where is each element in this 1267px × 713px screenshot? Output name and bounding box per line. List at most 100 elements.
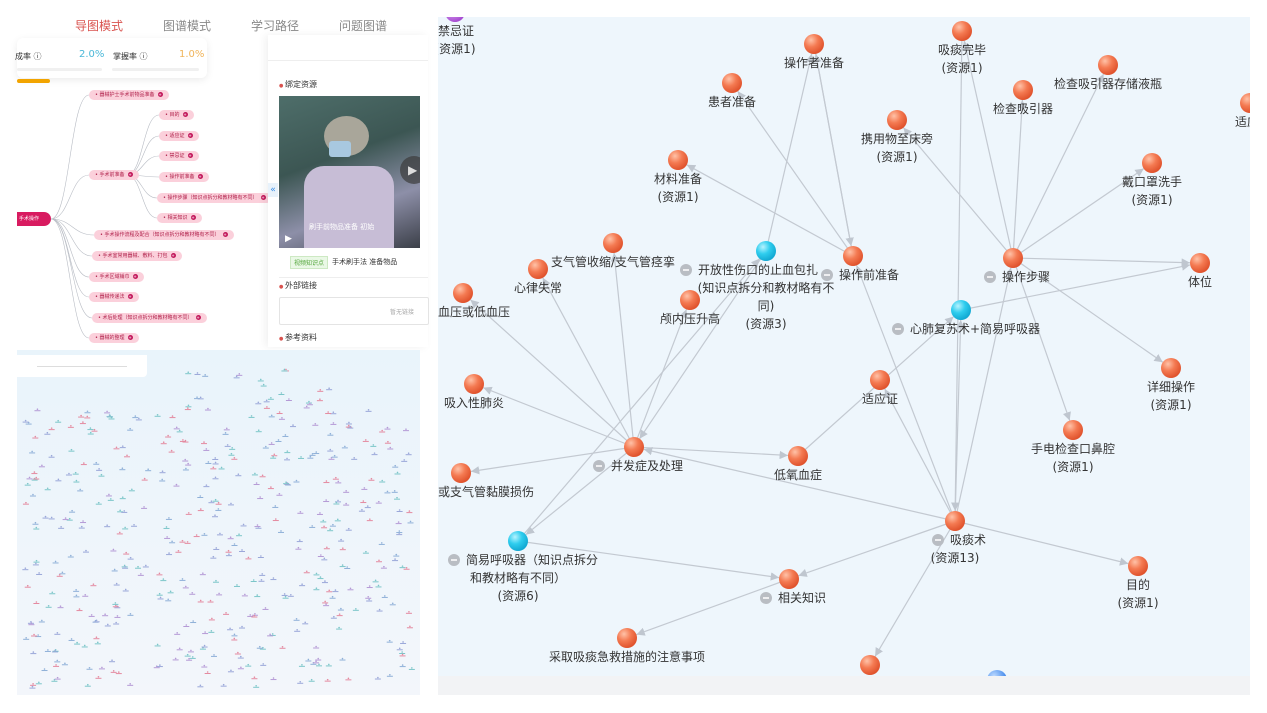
graph-node[interactable]: 适应 [1235,93,1250,129]
collapse-panel-button[interactable]: « [268,183,278,197]
expand-icon[interactable]: + [190,215,196,220]
graph-node[interactable]: 操作者准备 [784,34,844,70]
mindmap-subnode[interactable]: • 禁忌证+ [159,151,199,161]
expand-icon[interactable]: + [127,294,133,299]
knowledge-graph-canvas[interactable]: 禁忌证(资源1) 操作者准备患者准备材料准备(资源1) 支气管收缩/支气管痉挛心律失… [438,17,1250,695]
graph-node-circle[interactable] [870,370,890,390]
expand-icon[interactable]: + [187,133,193,138]
graph-node[interactable]: 或支气管黏膜损伤 [438,463,534,499]
graph-node-circle[interactable] [1161,358,1181,378]
graph-node-circle[interactable] [887,110,907,130]
expand-icon[interactable]: + [127,335,133,340]
graph-node-circle[interactable] [464,374,484,394]
graph-node-circle[interactable] [1003,248,1023,268]
overview-graph-canvas[interactable] [17,350,420,695]
mindmap-node[interactable]: • 手术区域铺巾+ [89,272,144,282]
graph-node[interactable]: 戴口罩洗手(资源1) [1122,153,1182,207]
graph-node[interactable]: 心肺复苏术+简易呼吸器 [892,300,1040,336]
graph-node[interactable]: 禁忌证(资源1) [438,17,476,56]
graph-node-circle[interactable] [1128,556,1148,576]
mindmap-node[interactable]: • 器械护士手术前物品准备+ [89,90,169,100]
expand-icon[interactable]: + [187,153,193,158]
expand-icon[interactable]: + [182,112,188,117]
mindmap-subnode[interactable]: • 操作前准备+ [159,172,209,182]
expand-icon[interactable]: + [260,195,266,200]
graph-node-circle[interactable] [1142,153,1162,173]
graph-node[interactable]: 详细操作(资源1) [1147,358,1195,412]
expand-icon[interactable]: + [127,172,133,177]
mindmap-node[interactable]: • 器械的整理+ [89,333,139,343]
tab-question-graph[interactable]: 问题图谱 [339,19,388,33]
graph-node[interactable]: 血压或低血压 [438,283,510,319]
graph-node[interactable]: 心律失常 [514,259,562,295]
graph-node-circle[interactable] [680,290,700,310]
graph-node-circle[interactable] [843,246,863,266]
graph-node[interactable]: 材料准备(资源1) [654,150,702,204]
graph-node-circle[interactable] [1190,253,1210,273]
graph-node[interactable]: 相关知识 [760,569,826,605]
graph-node[interactable]: 吸入性肺炎 [444,374,504,410]
video-player[interactable]: ▶ 刷手前物品准备 初始 ▶ [279,96,420,248]
graph-node[interactable]: 目的(资源1) [1118,556,1159,610]
graph-node-circle[interactable] [1063,420,1083,440]
graph-node-circle[interactable] [788,446,808,466]
graph-node-circle[interactable] [804,34,824,54]
graph-node-circle[interactable] [1098,55,1118,75]
graph-node-circle[interactable] [779,569,799,589]
graph-node[interactable]: 简易呼吸器（知识点拆分和教材略有不同）(资源6) [448,531,598,603]
graph-node[interactable]: 手电检查口鼻腔(资源1) [1031,420,1115,474]
graph-node[interactable]: 携用物至床旁(资源1) [861,110,933,164]
graph-node[interactable] [860,655,880,675]
mindmap-node[interactable]: • 手术操作流程及配合（知识点拆分和教材略有不同）+ [94,230,234,240]
graph-node-circle[interactable] [951,300,971,320]
graph-node[interactable]: 颅内压升高 [660,290,720,326]
mindmap-node[interactable]: • 术后处理（知识点拆分和教材略有不同）+ [92,313,207,323]
graph-node[interactable]: 操作前准备 [821,246,899,282]
graph-node-circle[interactable] [508,531,528,551]
graph-node-circle[interactable] [668,150,688,170]
graph-node-circle[interactable] [945,511,965,531]
expand-icon[interactable]: + [132,274,138,279]
graph-node-circle[interactable] [453,283,473,303]
mindmap-canvas[interactable]: 手术操作 • 器械护士手术前物品准备+ • 手术前准备+ • 手术操作流程及配合（知… [17,85,272,347]
expand-icon[interactable]: + [195,315,201,320]
external-links-box[interactable]: 暂无链接 [279,297,429,325]
graph-node-circle[interactable] [860,655,880,675]
expand-icon[interactable]: + [222,232,228,237]
graph-node-circle[interactable] [1240,93,1250,113]
graph-node-circle[interactable] [617,628,637,648]
graph-node[interactable]: 患者准备 [708,73,756,109]
play-overlay-icon[interactable]: ▶ [400,156,420,184]
graph-node-circle[interactable] [1013,80,1033,100]
graph-node[interactable]: 吸痰完毕(资源1) [938,21,986,75]
graph-node-circle[interactable] [528,259,548,279]
graph-node-circle[interactable] [451,463,471,483]
graph-node-circle[interactable] [722,73,742,93]
graph-node-circle[interactable] [445,17,465,22]
graph-node[interactable]: 操作步骤 [984,248,1050,284]
graph-node[interactable]: 低氧血症 [774,446,822,482]
graph-node-circle[interactable] [624,437,644,457]
graph-node[interactable]: 支气管收缩/支气管痉挛 [551,233,675,269]
graph-node-circle[interactable] [756,241,776,261]
graph-node[interactable]: 适应证 [862,370,898,406]
expand-icon[interactable]: + [197,174,203,179]
mindmap-node[interactable]: • 手术前准备+ [89,170,139,180]
tab-learning-path[interactable]: 学习路径 [251,19,300,33]
mindmap-root-node[interactable]: 手术操作 [17,212,51,226]
graph-node[interactable]: 并发症及处理 [593,437,683,473]
mindmap-subnode[interactable]: • 适应证+ [159,131,199,141]
mindmap-subnode[interactable]: • 操作步骤（知识点拆分和教材略有不同）+ [157,193,272,203]
mindmap-node[interactable]: • 手术室常用器械、敷料、打包+ [92,251,182,261]
mindmap-subnode[interactable]: • 目的+ [159,110,194,120]
mindmap-subnode[interactable]: • 相关知识+ [157,213,202,223]
tab-mindmap-mode[interactable]: 导图模式 [75,19,124,39]
graph-node-circle[interactable] [952,21,972,41]
graph-node[interactable]: 开放性伤口的止血包扎(知识点拆分和教材略有不同)(资源3) [680,241,834,331]
graph-node-circle[interactable] [603,233,623,253]
play-icon[interactable]: ▶ [285,234,292,244]
graph-node[interactable]: 检查吸引器存储液瓶 [1054,55,1162,91]
graph-node[interactable]: 体位 [1188,253,1212,289]
graph-node[interactable]: 检查吸引器 [993,80,1053,116]
mindmap-node[interactable]: • 器械传递法+ [89,292,139,302]
